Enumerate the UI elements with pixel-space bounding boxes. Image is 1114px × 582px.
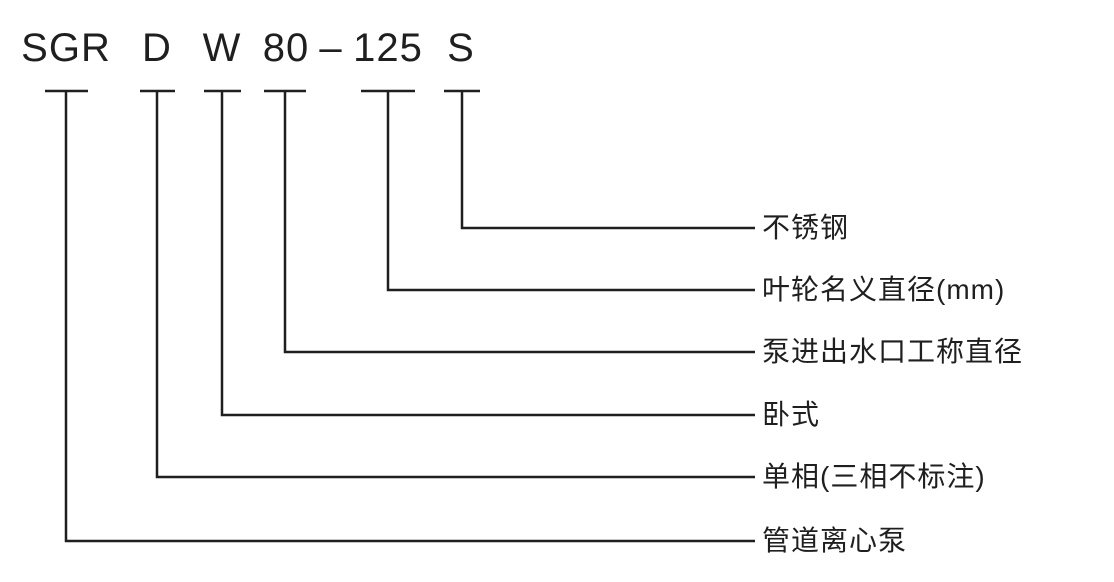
model-code-segment-sgr: SGR xyxy=(21,26,111,70)
connector-w xyxy=(204,89,755,417)
model-code-segment-s: S xyxy=(447,26,475,70)
model-code-segment-dash: – xyxy=(319,26,343,70)
legend-label-stainless-steel: 不锈钢 xyxy=(762,212,850,244)
model-code-segment-w: W xyxy=(202,26,242,70)
legend-label-single-phase: 单相(三相不标注) xyxy=(762,461,986,493)
connector-125 xyxy=(361,89,755,292)
legend-label-horizontal-type: 卧式 xyxy=(762,399,821,431)
connector-s xyxy=(444,89,755,230)
connector-sgr xyxy=(45,89,755,543)
model-code-segment-125: 125 xyxy=(353,26,423,70)
connector-d xyxy=(140,89,755,479)
connector-80 xyxy=(264,89,755,354)
model-code-segment-80: 80 xyxy=(262,26,310,70)
legend-label-impeller-diameter: 叶轮名义直径(mm) xyxy=(762,274,1006,306)
legend-label-port-diameter: 泵进出水口工称直径 xyxy=(762,336,1024,368)
model-code-segment-d: D xyxy=(142,26,172,70)
legend-label-pipeline-centrifugal-pump: 管道离心泵 xyxy=(762,525,908,557)
